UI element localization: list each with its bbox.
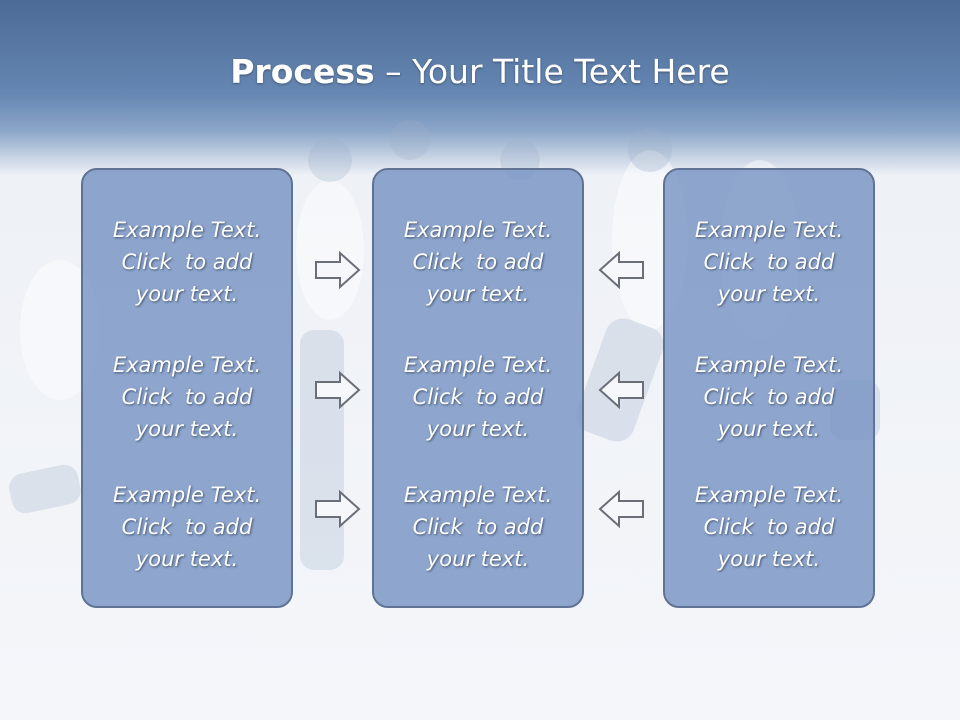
text-line: your text.: [426, 282, 530, 306]
text-block[interactable]: Example Text. Click to add your text.: [374, 479, 582, 575]
text-line: Example Text.: [403, 353, 553, 377]
process-box-right[interactable]: Example Text. Click to add your text. Ex…: [663, 168, 875, 608]
text-line: Example Text.: [112, 218, 262, 242]
text-line: your text.: [717, 417, 821, 441]
process-box-left[interactable]: Example Text. Click to add your text. Ex…: [81, 168, 293, 608]
text-line: your text.: [717, 282, 821, 306]
text-block[interactable]: Example Text. Click to add your text.: [83, 214, 291, 310]
text-line: Example Text.: [694, 218, 844, 242]
text-line: Example Text.: [694, 483, 844, 507]
text-line: Click to add: [703, 250, 835, 274]
process-box-center[interactable]: Example Text. Click to add your text. Ex…: [372, 168, 584, 608]
arrow-right-icon: [315, 250, 361, 290]
arrow-right-icon: [315, 370, 361, 410]
text-block[interactable]: Example Text. Click to add your text.: [83, 349, 291, 445]
text-line: Click to add: [703, 385, 835, 409]
text-line: Click to add: [703, 515, 835, 539]
title-bold: Process: [230, 52, 375, 91]
text-block[interactable]: Example Text. Click to add your text.: [374, 349, 582, 445]
slide-title: Process – Your Title Text Here: [0, 52, 960, 91]
arrow-left-icon: [598, 370, 644, 410]
text-block[interactable]: Example Text. Click to add your text.: [665, 214, 873, 310]
text-line: Click to add: [412, 385, 544, 409]
text-line: Example Text.: [112, 483, 262, 507]
text-line: Click to add: [412, 515, 544, 539]
title-rest: – Your Title Text Here: [374, 52, 730, 91]
text-line: Click to add: [121, 250, 253, 274]
text-block[interactable]: Example Text. Click to add your text.: [665, 349, 873, 445]
text-line: your text.: [135, 417, 239, 441]
text-line: your text.: [426, 417, 530, 441]
text-line: Example Text.: [694, 353, 844, 377]
text-line: Click to add: [121, 515, 253, 539]
arrow-left-icon: [598, 250, 644, 290]
text-line: Example Text.: [403, 483, 553, 507]
text-line: Click to add: [121, 385, 253, 409]
text-block[interactable]: Example Text. Click to add your text.: [665, 479, 873, 575]
text-line: Example Text.: [112, 353, 262, 377]
text-line: your text.: [426, 547, 530, 571]
text-line: your text.: [135, 282, 239, 306]
text-line: Click to add: [412, 250, 544, 274]
text-line: Example Text.: [403, 218, 553, 242]
arrow-right-icon: [315, 489, 361, 529]
arrow-left-icon: [598, 489, 644, 529]
text-line: your text.: [717, 547, 821, 571]
text-line: your text.: [135, 547, 239, 571]
text-block[interactable]: Example Text. Click to add your text.: [374, 214, 582, 310]
text-block[interactable]: Example Text. Click to add your text.: [83, 479, 291, 575]
